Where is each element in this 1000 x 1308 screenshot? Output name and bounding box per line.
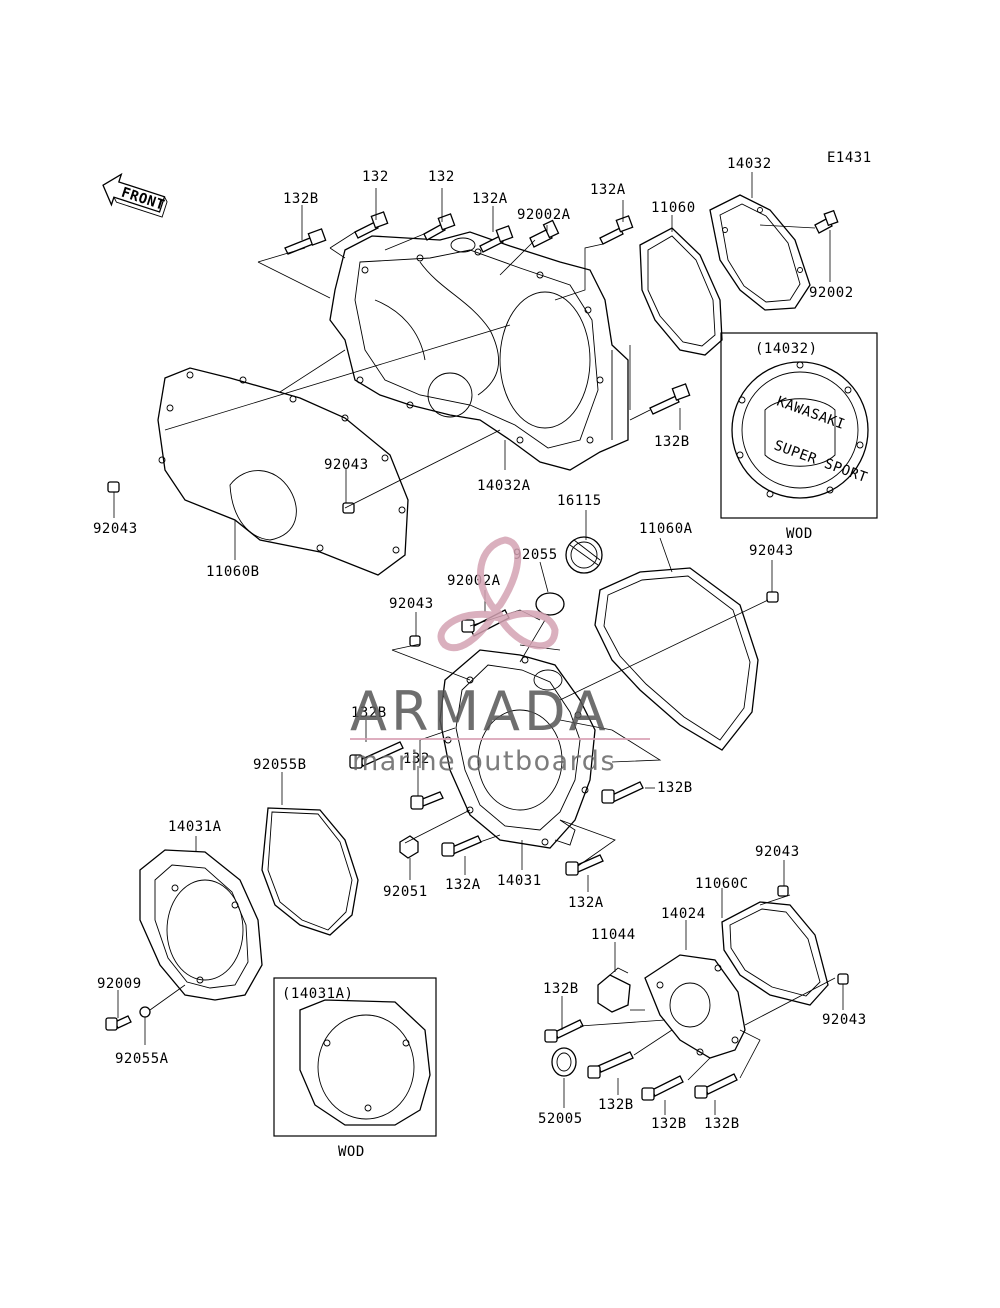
gasket-11060b <box>157 367 409 576</box>
label-11044: 11044 <box>591 927 636 943</box>
label-92043: 92043 <box>389 596 434 612</box>
sensor-11044 <box>597 967 631 1013</box>
bolt-132b-5 <box>544 1019 584 1043</box>
label-92002a: 92002A <box>517 207 571 223</box>
label-16115: 16115 <box>557 493 602 509</box>
gasket-92055b <box>261 807 359 936</box>
dowel-92043-2 <box>342 502 355 514</box>
bolt-92009 <box>105 1015 132 1031</box>
gasket-11060 <box>639 227 723 356</box>
bolt-132a-4 <box>565 854 604 876</box>
dowel-92043-1 <box>107 481 120 493</box>
bolt-132b-7 <box>641 1075 684 1101</box>
dowel-92043-3 <box>766 591 779 603</box>
cover-14024 <box>644 954 746 1059</box>
variant-box-title: (14032) <box>755 341 818 357</box>
bolt-132b-4 <box>601 781 644 804</box>
variant-box-14031a: (14031A) <box>273 977 437 1137</box>
label-92055: 92055 <box>513 547 558 563</box>
bolt-132a-2 <box>599 215 634 245</box>
label-132b: 132B <box>657 780 693 796</box>
label-14032a: 14032A <box>477 478 531 494</box>
oring-92055 <box>535 592 565 616</box>
label-11060a: 11060A <box>639 521 693 537</box>
label-92051: 92051 <box>383 884 428 900</box>
label-132a: 132A <box>568 895 604 911</box>
variant-box-caption-2: WOD <box>338 1144 365 1160</box>
bolt-132-2 <box>423 213 456 241</box>
svg-text:SUPER SPORT: SUPER SPORT <box>772 438 870 487</box>
bolt-132b-8 <box>694 1073 738 1099</box>
seal-52005 <box>551 1047 577 1077</box>
label-14032: 14032 <box>727 156 772 172</box>
label-132: 132 <box>362 169 389 185</box>
watermark-brand: ARMADA <box>350 680 610 743</box>
cover-14031a <box>139 849 263 1001</box>
label-132a: 132A <box>590 182 626 198</box>
bolt-132-3 <box>410 791 444 810</box>
label-14031a: 14031A <box>168 819 222 835</box>
bolt-132b-6 <box>587 1051 634 1079</box>
label-132: 132 <box>428 169 455 185</box>
clutch-cover-14032a <box>329 231 629 471</box>
label-92002a: 92002A <box>447 573 501 589</box>
watermark-logo: ARMADA marine outboards <box>350 536 650 777</box>
bolt-132-1 <box>354 211 389 239</box>
dowel-92043-4 <box>409 635 421 647</box>
oring-92055a <box>139 1006 151 1018</box>
plug-92051 <box>399 835 419 859</box>
label-132b: 132B <box>651 1116 687 1132</box>
bolt-132b-1 <box>284 228 327 255</box>
label-52005: 52005 <box>538 1111 583 1127</box>
label-132b: 132B <box>654 434 690 450</box>
label-14024: 14024 <box>661 906 706 922</box>
label-132b: 132B <box>598 1097 634 1113</box>
dowel-92002a-1 <box>529 219 560 248</box>
label-92055a: 92055A <box>115 1051 169 1067</box>
bolt-132b-2 <box>649 383 691 415</box>
cover-14031 <box>439 649 596 849</box>
gasket-11060a <box>594 567 759 751</box>
label-11060: 11060 <box>651 200 696 216</box>
label-92043: 92043 <box>324 457 369 473</box>
label-92043: 92043 <box>93 521 138 537</box>
variant-box-14032: (14032) KAWASAKI SUPER SPORT <box>720 332 878 519</box>
label-132a: 132A <box>445 877 481 893</box>
label-132b: 132B <box>704 1116 740 1132</box>
label-132b: 132B <box>543 981 579 997</box>
label-132a: 132A <box>472 191 508 207</box>
label-11060b: 11060B <box>206 564 260 580</box>
dowel-92043-6 <box>837 973 849 985</box>
leader-lines-upper <box>113 172 831 560</box>
label-11060c: 11060C <box>695 876 749 892</box>
label-14031: 14031 <box>497 873 542 889</box>
gasket-11060c <box>721 901 829 1006</box>
label-92002: 92002 <box>809 285 854 301</box>
watermark-tagline: marine outboards <box>352 746 616 777</box>
label-132b: 132B <box>351 705 387 721</box>
variant-box-caption: WOD <box>786 526 813 542</box>
dowel-92002 <box>814 209 839 234</box>
diagram-code: E1431 <box>827 150 872 166</box>
dowel-92043-5 <box>777 885 789 897</box>
label-132b: 132B <box>283 191 319 207</box>
cap-16115 <box>565 536 603 574</box>
bolt-132b-3 <box>349 741 404 769</box>
label-92043: 92043 <box>749 543 794 559</box>
part-labels: 132B 132 132 132A 92002A 132A 11060 1403… <box>93 156 867 1132</box>
label-132: 132 <box>403 751 430 767</box>
bolt-132a-1 <box>479 225 514 253</box>
label-92055b: 92055B <box>253 757 307 773</box>
label-92043: 92043 <box>755 844 800 860</box>
front-label: FRONT <box>119 185 166 214</box>
cover-14032 <box>709 194 811 311</box>
variant-box-title-2: (14031A) <box>282 986 353 1002</box>
propeller-icon <box>437 536 559 652</box>
label-92043: 92043 <box>822 1012 867 1028</box>
leader-lines-lower <box>561 860 844 1115</box>
label-92009: 92009 <box>97 976 142 992</box>
front-arrow-icon: FRONT <box>102 172 168 218</box>
bolt-132a-3 <box>441 835 482 857</box>
